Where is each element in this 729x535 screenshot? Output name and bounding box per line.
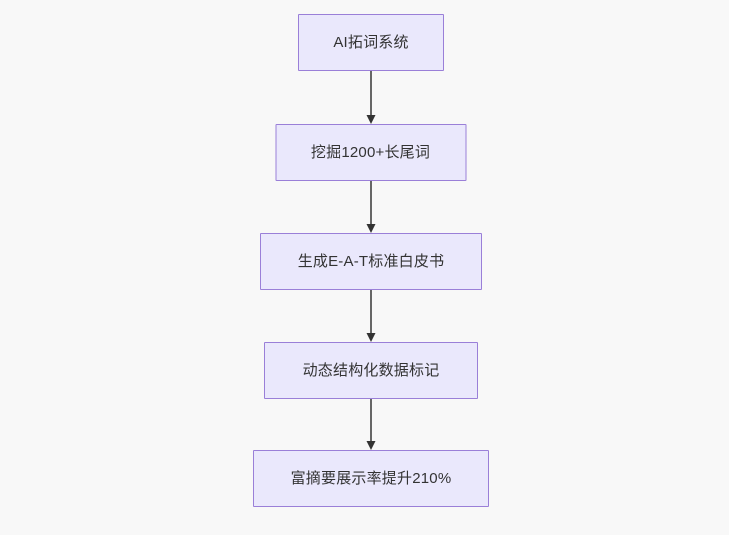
arrow-down-icon — [366, 71, 376, 124]
flowchart-node-n3[interactable]: 生成E-A-T标准白皮书 — [260, 233, 482, 290]
flowchart-edge-e4 — [365, 399, 377, 450]
flowchart-node-label: 生成E-A-T标准白皮书 — [297, 252, 445, 270]
arrow-down-icon — [366, 399, 376, 450]
flowchart-node-label: AI拓词系统 — [333, 33, 409, 51]
flowchart-edge-e1 — [365, 71, 377, 124]
arrow-down-icon — [366, 290, 376, 342]
flowchart-node-label: 富摘要展示率提升210% — [290, 469, 452, 487]
flowchart-node-label: 动态结构化数据标记 — [302, 361, 440, 379]
flowchart-node-n2[interactable]: 挖掘1200+长尾词 — [275, 124, 466, 181]
flowchart-node-n4[interactable]: 动态结构化数据标记 — [264, 342, 478, 399]
flowchart-edge-e3 — [365, 290, 377, 342]
flowchart-node-n5[interactable]: 富摘要展示率提升210% — [253, 450, 489, 507]
flowchart-node-n1[interactable]: AI拓词系统 — [298, 14, 444, 71]
flowchart-node-label: 挖掘1200+长尾词 — [310, 143, 431, 161]
arrow-down-icon — [366, 181, 376, 233]
flowchart-edge-e2 — [365, 181, 377, 233]
